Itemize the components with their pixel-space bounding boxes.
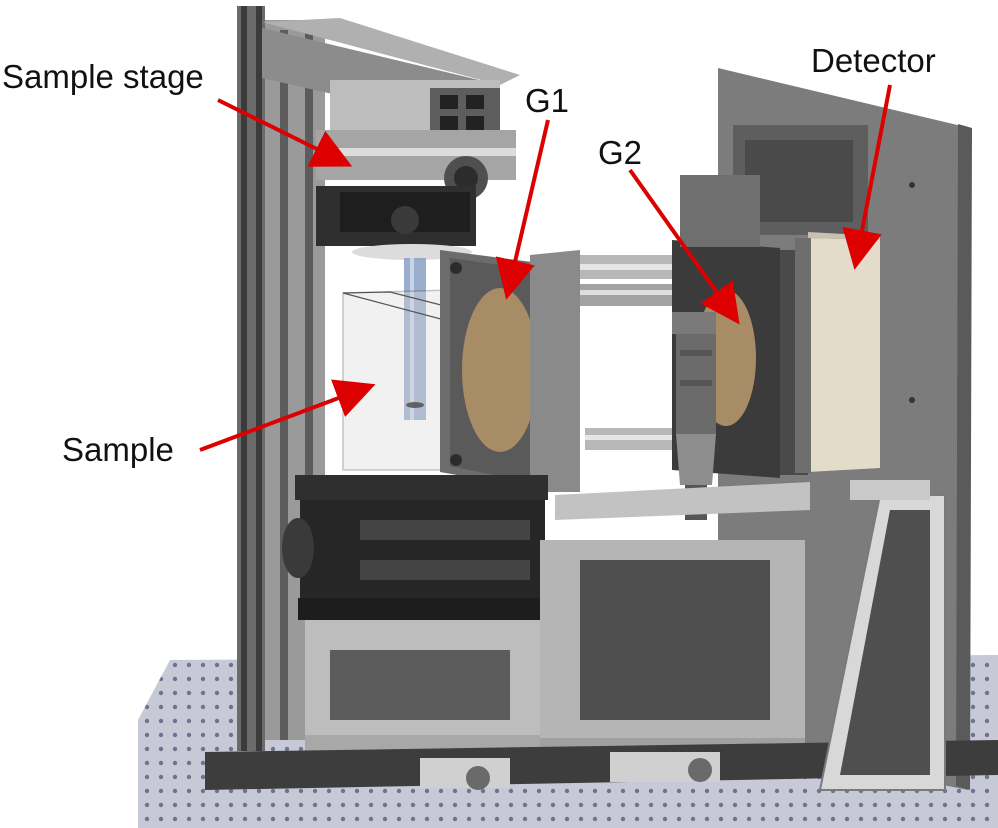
- label-sample: Sample: [62, 431, 174, 468]
- label-g1: G1: [525, 82, 570, 119]
- grating-support-block: [540, 482, 810, 758]
- handle-bracket: [818, 480, 946, 791]
- arrow-g2: [628, 168, 740, 325]
- annotation-arrows: [199, 84, 892, 452]
- detector-box: [795, 232, 880, 473]
- sample-support-block: [305, 620, 540, 755]
- sample-tube: [404, 258, 426, 420]
- label-detector: Detector: [811, 42, 936, 79]
- arrow-sample-stage: [217, 98, 353, 167]
- arrow-detector: [842, 84, 892, 270]
- tilt-stage: [282, 475, 553, 620]
- g1-holder: [440, 250, 555, 492]
- arrow-sample: [199, 379, 376, 452]
- sample-stage: [316, 130, 516, 260]
- label-g2: G2: [598, 134, 643, 171]
- label-sample-stage: Sample stage: [2, 58, 204, 95]
- bottom-rail: [205, 740, 998, 790]
- arrow-g1: [495, 119, 550, 300]
- g1-grating: [462, 288, 538, 452]
